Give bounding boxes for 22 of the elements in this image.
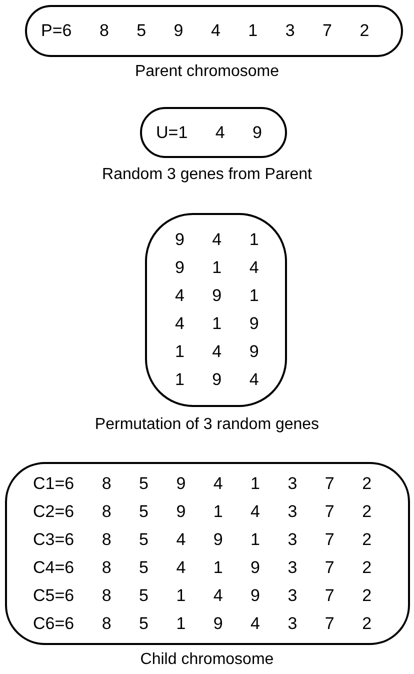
rounded-box	[140, 107, 287, 158]
gene-row-text: C3=6 8 5 4 9 1 3 7 2	[33, 528, 373, 550]
gene-row-text: 9 1 4	[175, 257, 260, 279]
gene-row-text: 9 4 1	[175, 229, 260, 251]
gene-row-text: C2=6 8 5 9 1 4 3 7 2	[33, 500, 373, 522]
gene-row-text: C1=6 8 5 9 4 1 3 7 2	[33, 472, 373, 494]
gene-row-text: 1 9 4	[175, 369, 260, 391]
gene-row-text: 4 1 9	[175, 313, 260, 335]
gene-row-text: C5=6 8 5 1 4 9 3 7 2	[33, 584, 373, 606]
node-label: Random 3 genes from Parent	[101, 165, 313, 185]
gene-row-text: C6=6 8 5 1 9 4 3 7 2	[33, 612, 373, 634]
node-label: Permutation of 3 random genes	[94, 415, 320, 435]
gene-row-text: U=1 4 9	[156, 122, 264, 144]
gene-row-text: P=6 8 5 9 4 1 3 7 2	[41, 20, 370, 42]
rounded-box	[145, 213, 287, 407]
rounded-box	[25, 5, 403, 57]
gene-row-text: C4=6 8 5 4 1 9 3 7 2	[33, 556, 373, 578]
node-label: Parent chromosome	[134, 62, 280, 82]
gene-row-text: 1 4 9	[175, 341, 260, 363]
node-label: Child chromosome	[139, 650, 275, 670]
gene-row-text: 4 9 1	[175, 285, 260, 307]
rounded-box	[5, 462, 410, 645]
